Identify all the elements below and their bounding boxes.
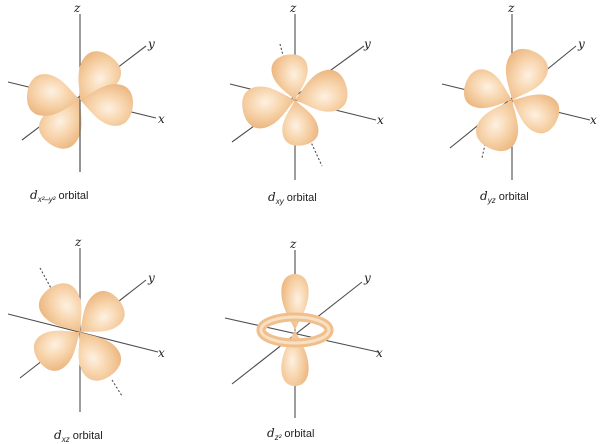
caption-dyz: dyz orbital bbox=[480, 189, 529, 206]
orbital-dxz-diagram: z y x bbox=[7, 235, 165, 412]
orbital-dz2-diagram: z y x bbox=[224, 237, 383, 418]
orbital-dxy-diagram: z y x bbox=[229, 1, 384, 180]
y-axis bbox=[231, 281, 363, 385]
caption-dxy: dxy orbital bbox=[268, 190, 317, 207]
caption-dz2: dz² orbital bbox=[267, 426, 315, 443]
caption-dx2y2: dx²–y² orbital bbox=[30, 188, 89, 205]
orbital-dx2y2-diagram: z y x bbox=[7, 1, 165, 172]
x-axis-label: x bbox=[376, 346, 383, 360]
x-axis bbox=[224, 317, 379, 353]
z-axis-label: z bbox=[289, 237, 297, 251]
x-axis-label: x bbox=[590, 113, 597, 127]
orbital-dyz-diagram: z y x bbox=[441, 1, 597, 180]
z-axis-label: z bbox=[73, 1, 81, 15]
x-axis-label: x bbox=[158, 112, 165, 126]
x-axis-label: x bbox=[158, 346, 165, 360]
x-axis-label: x bbox=[377, 113, 384, 127]
z-axis-label: z bbox=[507, 1, 515, 15]
y-axis-label: y bbox=[147, 271, 155, 285]
y-axis-label: y bbox=[363, 271, 371, 285]
y-axis-label: y bbox=[147, 37, 155, 51]
caption-dxz: dxz orbital bbox=[54, 428, 103, 444]
z-axis-label: z bbox=[289, 1, 297, 15]
z-axis-label: z bbox=[74, 235, 82, 249]
y-axis-label: y bbox=[363, 37, 371, 51]
y-axis-label: y bbox=[577, 37, 585, 51]
